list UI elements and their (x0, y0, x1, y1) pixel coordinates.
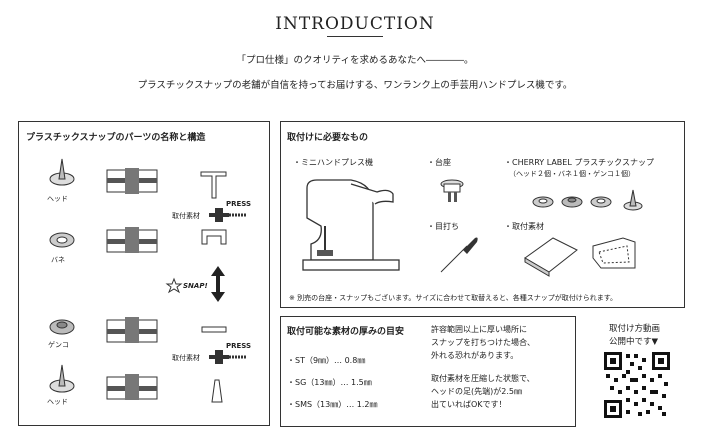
video-label-2: 公開中です▼ (609, 337, 659, 347)
warning-line-2: スナップを打ちつけた場合、 (431, 338, 535, 347)
snap-parts-icon (532, 189, 643, 211)
star-icon (165, 277, 183, 294)
warning-line-3: 外れる恐れがあります。 (431, 351, 519, 360)
part-label-head: ヘッド (47, 195, 68, 203)
item-snap-name: ・CHERRY LABEL プラスチックスナップ (504, 158, 654, 167)
head-part-icon-2 (49, 364, 75, 393)
parts-diagram (49, 158, 247, 403)
required-panel-title: 取付けに必要なもの (287, 133, 369, 143)
part-label-socket: ゲンコ (48, 341, 69, 349)
parts-structure-panel: プラスチックスナップのパーツの名称と構造 (18, 121, 270, 426)
part-label-head-2: ヘッド (47, 398, 68, 406)
qr-code[interactable] (604, 352, 670, 418)
base-icon (440, 179, 464, 202)
socket-profile-shape (201, 326, 227, 333)
awl-icon (440, 237, 478, 273)
cross-section-bottom (106, 374, 158, 400)
plus-horizontal-2 (209, 355, 229, 359)
part-label-spring: バネ (51, 256, 65, 264)
thickness-row-sms: ・SMS（13㎜）… 1.2㎜ (287, 400, 378, 409)
hand-press-icon (302, 179, 400, 271)
cross-section-top (106, 168, 158, 194)
page-title: INTRODUCTION (275, 14, 435, 34)
cross-section-lower (106, 317, 158, 343)
item-punch: ・目打ち (427, 222, 459, 231)
thickness-row-st: ・ST（9㎜）… 0.8㎜ (287, 356, 366, 365)
material-label-2: 取付素材 (172, 354, 200, 362)
snap-arrow-icon (211, 266, 225, 302)
spring-profile-shape (201, 229, 227, 245)
thickness-guide-panel: 取付可能な素材の厚みの目安 ・ST（9㎜）… 0.8㎜ ・SG（13㎜）… 1.… (280, 316, 576, 427)
thickness-row-sg: ・SG（13㎜）… 1.5㎜ (287, 378, 372, 387)
title-underline (327, 36, 383, 37)
spring-part-icon (49, 232, 75, 248)
tip-line-1: 取付素材を圧縮した状態で、 (431, 374, 535, 383)
parts-panel-title: プラスチックスナップのパーツの名称と構造 (26, 133, 206, 143)
cross-section-middle (106, 227, 158, 253)
required-items-illustrations (302, 179, 643, 277)
item-material: ・取付素材 (504, 222, 544, 231)
thickness-panel-title: 取付可能な素材の厚みの目安 (287, 327, 405, 337)
head-profile-shape (200, 171, 227, 199)
intro-line-2: プラスチックスナップの老舗が自信を持ってお届けする、ワンランク上の手芸用ハンドプ… (137, 80, 573, 91)
tip-line-2: ヘッドの足(先端)が2.5㎜ (431, 387, 522, 396)
item-mini-press: ・ミニハンドプレス機 (293, 158, 373, 167)
material-label: 取付素材 (172, 212, 200, 220)
required-items-panel: 取付けに必要なもの ・ミニハンドプレス機 ・台座 ・CHERRY LABEL プ… (280, 121, 685, 308)
material-icon (524, 237, 636, 277)
head-part-icon (49, 158, 75, 186)
tip-line-3: 出ていればOKです！ (431, 400, 507, 409)
head-stem-shape (211, 379, 223, 403)
press-label: PRESS (226, 200, 252, 208)
item-base: ・台座 (427, 158, 451, 167)
video-label-1: 取付け方動画 (609, 324, 661, 334)
press-label-2: PRESS (226, 342, 252, 350)
snap-label: SNAP! (183, 282, 208, 290)
required-note: ※ 別売の台座・スナップもございます。サイズに合わせて取替えると、各種スナップが… (289, 294, 617, 302)
warning-line-1: 許容範囲以上に厚い場所に (431, 325, 527, 334)
intro-line-1: 「プロ仕様」のクオリティを求めるあなたへ――――。 (236, 55, 474, 66)
socket-part-icon (49, 319, 75, 335)
item-snap-sub: （ヘッド２個・バネ１個・ゲンコ１個） (509, 170, 635, 178)
plus-horizontal (209, 213, 229, 217)
